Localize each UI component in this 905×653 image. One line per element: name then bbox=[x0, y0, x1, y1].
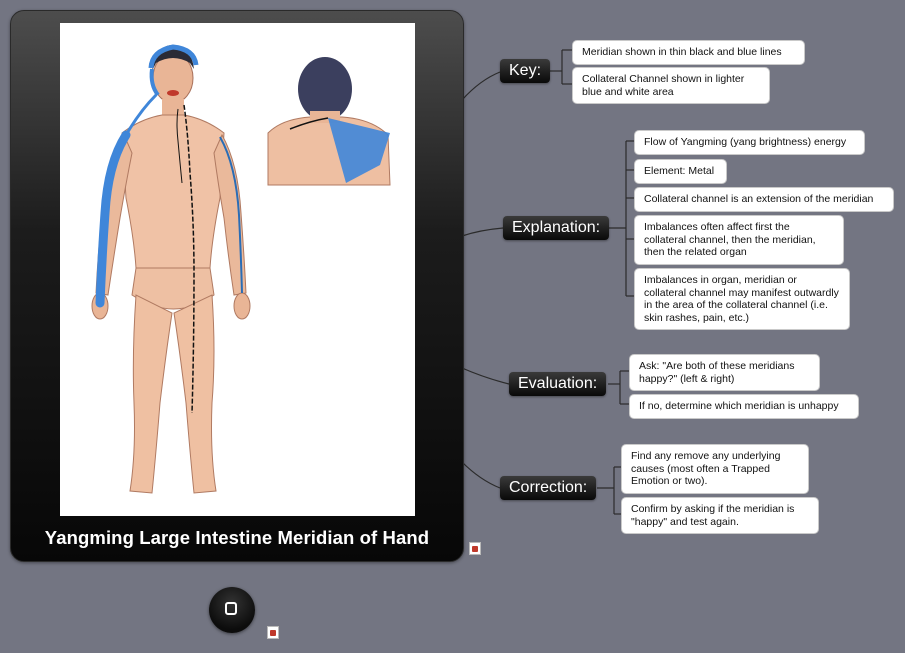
body-figure-drawing bbox=[91, 44, 391, 494]
home-button[interactable] bbox=[209, 587, 255, 633]
home-button-icon bbox=[225, 602, 237, 615]
card-title: Yangming Large Intestine Meridian of Han… bbox=[44, 527, 430, 548]
meridian-illustration bbox=[60, 23, 415, 516]
front-body-figure bbox=[91, 44, 251, 494]
attachment-icon[interactable] bbox=[469, 542, 481, 555]
branch-evaluation[interactable]: Evaluation: bbox=[509, 372, 607, 396]
branch-correction[interactable]: Correction: bbox=[500, 476, 597, 500]
explanation-note-4[interactable]: Imbalances often affect first the collat… bbox=[634, 215, 844, 265]
meridian-card: Yangming Large Intestine Meridian of Han… bbox=[10, 10, 464, 562]
key-note-1[interactable]: Meridian shown in thin black and blue li… bbox=[572, 40, 805, 65]
correction-note-1[interactable]: Find any remove any underlying causes (m… bbox=[621, 444, 809, 494]
evaluation-note-1[interactable]: Ask: "Are both of these meridians happy?… bbox=[629, 354, 820, 391]
correction-note-2[interactable]: Confirm by asking if the meridian is "ha… bbox=[621, 497, 819, 534]
explanation-note-3[interactable]: Collateral channel is an extension of th… bbox=[634, 187, 894, 212]
explanation-note-1[interactable]: Flow of Yangming (yang brightness) energ… bbox=[634, 130, 865, 155]
explanation-note-2[interactable]: Element: Metal bbox=[634, 159, 727, 184]
attachment-icon[interactable] bbox=[267, 626, 279, 639]
branch-key[interactable]: Key: bbox=[500, 59, 551, 83]
explanation-note-5[interactable]: Imbalances in organ, meridian or collate… bbox=[634, 268, 850, 330]
branch-explanation[interactable]: Explanation: bbox=[503, 216, 610, 240]
back-shoulder-figure bbox=[267, 57, 391, 186]
evaluation-note-2[interactable]: If no, determine which meridian is unhap… bbox=[629, 394, 859, 419]
key-note-2[interactable]: Collateral Channel shown in lighter blue… bbox=[572, 67, 770, 104]
